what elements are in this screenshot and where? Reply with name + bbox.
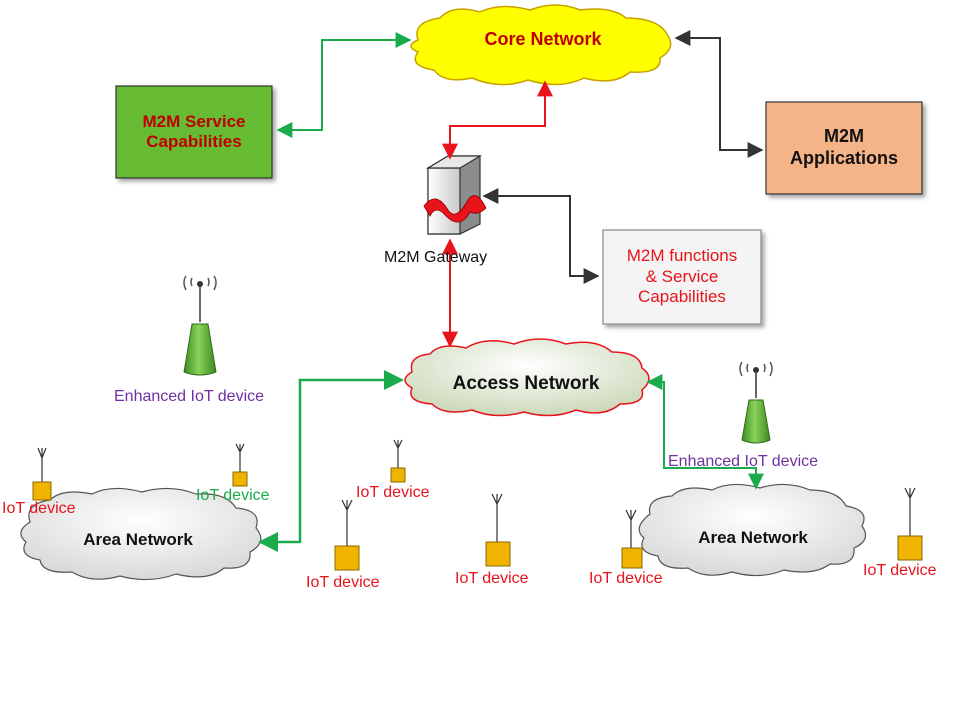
access-network-cloud bbox=[404, 338, 650, 417]
area-network-left-label: Area Network bbox=[40, 526, 236, 554]
area-network-right-label: Area Network bbox=[660, 524, 846, 552]
enhanced-device-label: Enhanced IoT device bbox=[114, 388, 265, 405]
access-area-right-arrow bbox=[646, 374, 764, 490]
iot-device-label: IoT device bbox=[455, 570, 529, 587]
iot-device-icon bbox=[334, 499, 360, 571]
functions-box bbox=[602, 229, 762, 325]
iot-device-icon bbox=[897, 487, 923, 561]
core-gateway-arrow bbox=[442, 80, 553, 160]
iot-device-label: IoT device bbox=[2, 500, 76, 517]
iot-device-label: IoT device bbox=[196, 487, 270, 504]
iot-device-label: IoT device bbox=[589, 570, 663, 587]
enhanced-tower-icon bbox=[183, 275, 217, 376]
iot-device-label: IoT device bbox=[306, 574, 380, 591]
enhanced-device-label: Enhanced IoT device bbox=[668, 453, 819, 470]
iot-device-label: IoT device bbox=[356, 484, 430, 501]
applications-box bbox=[765, 101, 923, 195]
applications-label: M2M Applications bbox=[766, 102, 922, 194]
core-network-label: Core Network bbox=[430, 24, 656, 56]
access-area-left-arrow bbox=[258, 370, 404, 552]
iot-device-icon bbox=[485, 493, 511, 567]
iot-device-icon bbox=[390, 439, 406, 483]
iot-device-icon bbox=[232, 443, 248, 487]
service-core-arrow bbox=[276, 32, 412, 138]
area-network-right-text: Area Network bbox=[698, 527, 808, 547]
service-capabilities-label: M2M Service Capabilities bbox=[116, 86, 272, 178]
iot-device-label: IoT device bbox=[863, 562, 937, 579]
core-applications-arrow bbox=[674, 30, 764, 158]
functions-text: M2M functions & Service Capabilities bbox=[626, 246, 738, 307]
service-capabilities-box bbox=[115, 85, 273, 179]
service-capabilities-text: M2M Service Capabilities bbox=[142, 111, 246, 151]
applications-text: M2M Applications bbox=[789, 126, 898, 168]
access-network-text: Access Network bbox=[452, 372, 600, 394]
functions-label: M2M functions & Service Capabilities bbox=[603, 230, 761, 324]
gateway-label: M2M Gateway bbox=[384, 249, 488, 266]
gateway-server-icon bbox=[423, 155, 487, 235]
core-network-text: Core Network bbox=[484, 29, 602, 50]
iot-device-icon bbox=[621, 509, 643, 569]
gateway-functions-arrow bbox=[482, 188, 600, 284]
area-network-left-cloud bbox=[20, 487, 262, 581]
iot-device-icon bbox=[32, 447, 52, 501]
core-network-cloud bbox=[410, 4, 672, 86]
enhanced-tower-icon bbox=[739, 361, 773, 444]
area-network-left-text: Area Network bbox=[83, 529, 193, 549]
access-network-label: Access Network bbox=[418, 370, 634, 398]
